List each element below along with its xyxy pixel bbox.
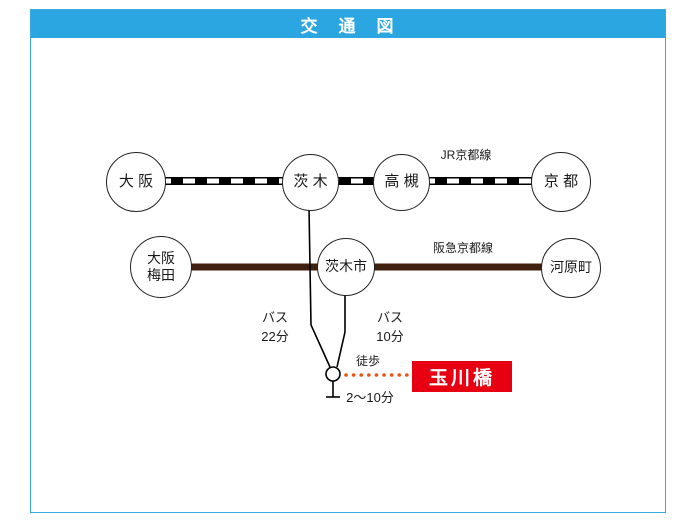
station-kyoto-label: 京 都 bbox=[543, 172, 579, 190]
station-ibaraki-label: 茨 木 bbox=[293, 173, 328, 191]
station-takatsuki-label: 高 槻 bbox=[384, 173, 419, 191]
station-ibaraki-shi-label: 茨木市 bbox=[325, 258, 367, 275]
bus-label-10min-time: 10分 bbox=[376, 328, 404, 344]
hankyu-line-label: 阪急京都線 bbox=[432, 241, 493, 255]
walk-label: 徒歩 bbox=[355, 354, 380, 368]
map-title-bar: 交 通 図 bbox=[31, 10, 665, 38]
station-ibaraki: 茨 木 bbox=[282, 154, 339, 211]
destination-name: 玉川橋 bbox=[428, 368, 495, 389]
bus-label-10min: バス 10分 bbox=[358, 309, 422, 347]
station-kawaramachi-label: 河原町 bbox=[550, 259, 592, 276]
bus-label-22min-time: 22分 bbox=[261, 328, 289, 344]
station-takatsuki: 高 槻 bbox=[373, 154, 430, 211]
station-kawaramachi: 河原町 bbox=[541, 238, 601, 298]
station-osaka-umeda: 大阪 梅田 bbox=[130, 236, 192, 298]
station-osaka-umeda-label-line1: 大阪 bbox=[147, 249, 175, 266]
station-ibaraki-shi: 茨木市 bbox=[317, 238, 375, 296]
station-kyoto: 京 都 bbox=[531, 152, 591, 212]
destination-badge: 玉川橋 bbox=[412, 361, 512, 392]
walk-time-label: 2～10分 bbox=[346, 390, 394, 405]
bus-label-22min: バス 22分 bbox=[240, 309, 310, 347]
station-osaka-umeda-label-line2: 梅田 bbox=[147, 267, 175, 283]
station-osaka-label: 大 阪 bbox=[118, 172, 154, 190]
station-osaka: 大 阪 bbox=[106, 152, 166, 212]
bus-label-10min-mode: バス bbox=[376, 310, 403, 325]
bus-label-22min-mode: バス bbox=[261, 310, 288, 325]
jr-line-label: JR京都線 bbox=[440, 148, 492, 162]
page-title: 交 通 図 bbox=[300, 16, 396, 36]
